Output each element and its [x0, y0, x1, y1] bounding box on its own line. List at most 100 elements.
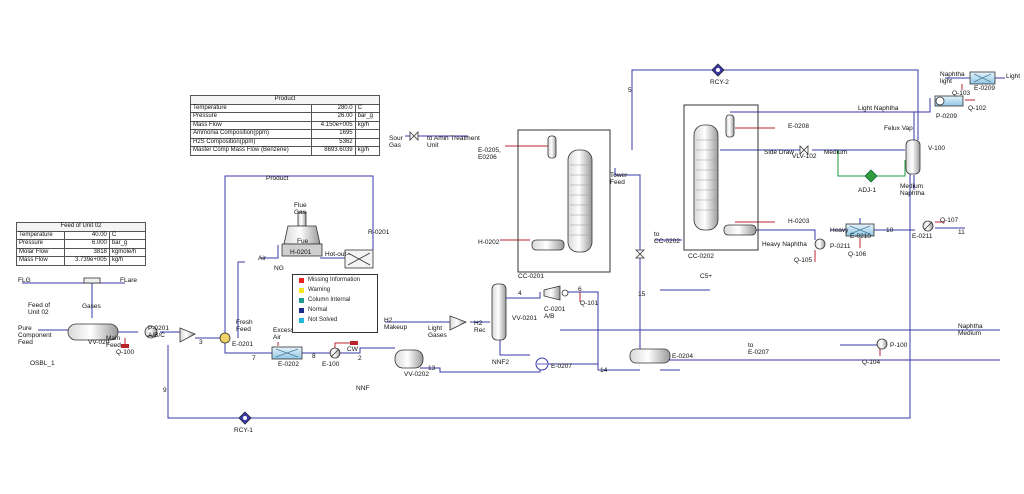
label-light: Light [1006, 73, 1020, 80]
vessel-v100[interactable] [905, 139, 921, 175]
legend-label: Warning [308, 287, 331, 293]
cooler-e0211[interactable] [922, 220, 934, 232]
table-cell-value: 3.739e+005 [63, 256, 110, 266]
exchanger-e0207[interactable] [535, 357, 549, 371]
cooler-e100[interactable] [329, 347, 341, 359]
label-e0207: E-0207 [551, 363, 572, 370]
vessel-vv0201[interactable] [491, 283, 507, 341]
legend-swatch [299, 287, 304, 293]
label-vv020: VV-020 [88, 339, 110, 346]
legend-item: Warning [293, 285, 377, 295]
splitter-light-gases[interactable] [449, 315, 467, 331]
recycle-rcy2[interactable] [711, 63, 725, 77]
stream-4 [500, 292, 541, 299]
label-q104: Q-104 [862, 359, 880, 366]
exchanger-e0201[interactable] [219, 332, 231, 344]
label-vlv102: VLV-102 [792, 153, 817, 160]
vessel-vv0202[interactable] [394, 349, 424, 369]
reactor-r0201[interactable] [344, 249, 374, 269]
label-q107: Q-107 [940, 217, 958, 224]
label-rcy2: RCY-2 [710, 79, 729, 86]
label-cs_plus: C5+ [700, 273, 712, 280]
stream-7 [224, 342, 272, 354]
valve-vlv102[interactable] [799, 145, 809, 155]
table-cell-value: 1695 [310, 129, 356, 139]
legend-item: Column Internal [293, 295, 377, 305]
stream-6 [568, 291, 640, 371]
pump-p100[interactable] [876, 338, 888, 350]
legend-swatch [299, 317, 304, 323]
table-cell-unit: kg/h [354, 120, 381, 130]
mixer-3[interactable] [179, 327, 196, 343]
label-s4: 4 [518, 290, 522, 297]
label-product_lbl: Product [266, 175, 289, 182]
table-cell-label: Temperature [16, 230, 65, 240]
label-q102: Q-102 [968, 105, 986, 112]
recycle-rcy1[interactable] [238, 411, 252, 425]
column-cc0202[interactable] [693, 114, 757, 236]
label-s5: 5 [628, 87, 632, 94]
legend-item: Not Solved [293, 315, 377, 325]
compressor-c0201[interactable] [543, 285, 569, 301]
vessel-vv020[interactable] [67, 323, 119, 341]
table-cell-unit: C [108, 230, 147, 240]
label-osbl1: OSBL_1 [30, 360, 55, 367]
table-cell-unit: kgmole/h [108, 247, 147, 257]
label-s14: 14 [600, 367, 608, 374]
stream-13 [420, 358, 541, 373]
label-hot_out: Hot-out-- [325, 251, 351, 258]
label-r0201: R-0201 [368, 229, 390, 236]
column-cc0201[interactable] [531, 135, 593, 253]
label-s10: 10 [886, 227, 894, 234]
stream-fresh-feed [237, 261, 245, 338]
stream-ng-air [260, 245, 279, 259]
cc0202-envelope[interactable] [683, 104, 759, 251]
table-cell-label: Pressure [16, 239, 65, 249]
stream-heavy-naphtha [740, 229, 816, 240]
adjust-adj1[interactable] [864, 169, 878, 183]
energy-arrow-q100 [121, 344, 129, 348]
table-cell-value: 4.150e+005 [310, 120, 356, 130]
label-flare: FLare [120, 277, 137, 284]
heater-h0201[interactable] [281, 211, 323, 257]
stream-product [224, 175, 374, 338]
pump-p0211[interactable] [814, 238, 826, 250]
table-cell-value: 6.000 [63, 239, 110, 249]
legend-item: Missing Information [293, 275, 377, 285]
material-streams [22, 69, 1005, 419]
control-lines [837, 150, 906, 177]
stream-nnf2 [499, 340, 530, 356]
cooler-e0209[interactable] [969, 71, 996, 85]
table-cell-value: 280.0 [310, 103, 356, 113]
label-ng: NG [274, 265, 284, 272]
flare-header[interactable] [83, 277, 101, 284]
cooler-e0210[interactable] [845, 223, 875, 237]
pump-p0209[interactable] [934, 95, 964, 107]
cc0201-envelope[interactable] [517, 129, 611, 273]
pump-p0201[interactable] [144, 325, 158, 339]
cooler-e0202[interactable] [271, 346, 303, 360]
label-q101: Q-101 [580, 300, 598, 307]
valve-sour-gas[interactable] [409, 131, 419, 141]
exchanger-e0204[interactable] [629, 348, 671, 364]
label-e0210: E-0210 [850, 233, 871, 240]
stream-14 [548, 363, 640, 371]
valve-tower-feed[interactable] [635, 249, 645, 259]
label-q100: Q-100 [116, 349, 134, 356]
label-fue: Fue [297, 238, 309, 245]
legend-item: Normal [293, 305, 377, 315]
table-cell-label: Mass Flow [190, 120, 312, 130]
